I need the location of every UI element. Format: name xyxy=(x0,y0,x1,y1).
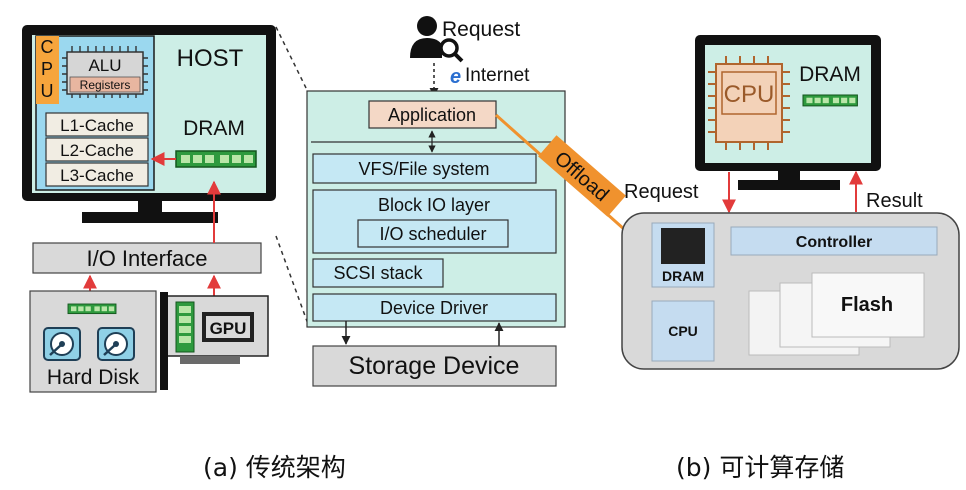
cache-stack: L1-Cache L2-Cache L3-Cache xyxy=(45,112,149,187)
caption-b: (b) 可计算存储 xyxy=(676,453,845,482)
io-scheduler-label: I/O scheduler xyxy=(379,224,486,244)
io-interface-box xyxy=(32,242,262,274)
device-cpu-label: CPU xyxy=(668,323,698,339)
controller-label: Controller xyxy=(796,234,872,251)
request-label: Request xyxy=(442,18,520,41)
application-box xyxy=(368,100,497,129)
hard-disk-label: Hard Disk xyxy=(47,366,140,389)
right-result-label: Result xyxy=(866,190,923,212)
alu-label: ALU xyxy=(88,56,121,75)
controller-box xyxy=(730,226,938,256)
cpu-letter-c: C xyxy=(41,37,54,57)
right-cpu-chip: CPU xyxy=(708,56,790,150)
disk-icon xyxy=(42,326,82,362)
right-dram-label: DRAM xyxy=(799,63,861,86)
flash-label: Flash xyxy=(841,294,893,316)
request-user-icon xyxy=(410,16,464,63)
scsi-label: SCSI stack xyxy=(333,263,423,283)
device-dram-label: DRAM xyxy=(662,268,704,284)
l1-cache-label: L1-Cache xyxy=(60,116,134,135)
host-dram-stick xyxy=(175,150,257,168)
internet-logo: e xyxy=(450,66,461,88)
gpu-label: GPU xyxy=(210,319,247,338)
host-dram-label: DRAM xyxy=(183,117,245,140)
gpu-card: GPU xyxy=(160,292,269,390)
device-driver-box xyxy=(312,293,557,322)
storage-device-label: Storage Device xyxy=(349,352,520,380)
l2-cache-label: L2-Cache xyxy=(60,141,134,160)
device-driver-label: Device Driver xyxy=(380,298,488,318)
zoom-line-top xyxy=(275,26,309,93)
application-label: Application xyxy=(388,105,476,125)
host-label: HOST xyxy=(177,45,244,72)
vfs-box xyxy=(312,153,537,184)
hard-disk: Hard Disk xyxy=(29,290,157,393)
io-scheduler-box xyxy=(357,219,509,248)
device-dram-chip xyxy=(661,228,705,264)
alu-chip: ALU Registers xyxy=(62,46,148,98)
right-cpu-label: CPU xyxy=(724,81,775,108)
internet-label: Internet xyxy=(465,65,530,86)
disk-icon xyxy=(96,326,136,362)
flash-stack xyxy=(748,272,925,356)
io-interface-label: I/O Interface xyxy=(86,246,207,271)
storage-device-box xyxy=(312,345,557,387)
scsi-box xyxy=(312,258,444,288)
right-request-label: Request xyxy=(624,181,699,203)
cpu-letter-u: U xyxy=(41,81,54,101)
caption-a: (a) 传统架构 xyxy=(203,453,346,482)
vfs-label: VFS/File system xyxy=(358,159,489,179)
l3-cache-label: L3-Cache xyxy=(60,166,134,185)
registers-label: Registers xyxy=(80,78,131,92)
block-io-label: Block IO layer xyxy=(378,195,490,215)
cpu-letter-p: P xyxy=(41,59,53,79)
right-dram-stick xyxy=(802,94,858,107)
device-cpu-box xyxy=(651,300,715,362)
zoom-line-bottom xyxy=(275,235,309,325)
